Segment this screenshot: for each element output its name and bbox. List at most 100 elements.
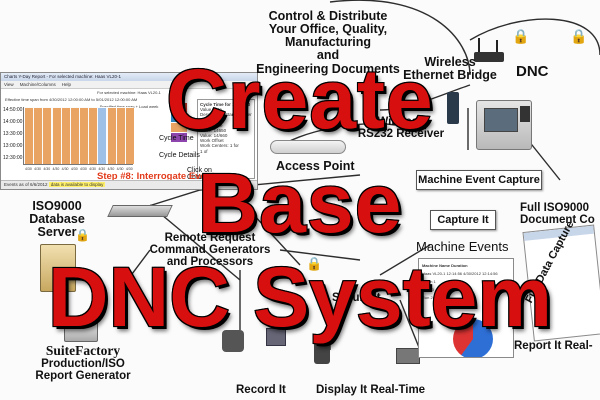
wireless-bridge-icon	[470, 38, 506, 64]
chart-bar[interactable]	[80, 108, 89, 164]
x-tick-label: 4/30	[89, 167, 96, 171]
wireless-bridge-label: Wireless Ethernet Bridge	[403, 55, 497, 83]
window-title: Charts Y-Day Report - For selected machi…	[1, 73, 257, 81]
chart-bar[interactable]	[34, 108, 43, 164]
remote-request-label: Remote Request Command Generators and Pr…	[149, 232, 271, 269]
access-point-label: Access Point	[276, 159, 355, 173]
rs232-receiver-label: Wireless RS232 Receiver	[357, 116, 445, 141]
popup-line: Status: Idle	[200, 122, 223, 128]
display-it-label: Display It Real-Time	[316, 384, 426, 396]
legend-swatch-run	[171, 103, 187, 112]
chart-bar[interactable]	[43, 108, 52, 164]
cycle-time-annotation: Cycle Time	[159, 135, 194, 142]
access-point-icon	[270, 140, 346, 154]
y-tick: 12:30:00	[3, 155, 23, 161]
lock-icon: 🔒	[570, 28, 588, 44]
x-tick-label: 4/30	[52, 167, 60, 171]
printer-icon	[64, 320, 98, 342]
chart-bar[interactable]	[107, 108, 116, 164]
menu-item-machine-columns[interactable]: Machine/Columns	[19, 82, 56, 87]
lock-icon: 🔒	[75, 228, 90, 242]
chart-header-1: For selected machine: Haas VL20-1	[97, 90, 161, 95]
chart-bar[interactable]	[98, 108, 107, 164]
click-on-annotation: Click on	[187, 167, 212, 174]
popup-line: Value: 14/660	[200, 133, 228, 139]
x-tick-label: 4/30	[43, 167, 51, 171]
pie-chart-icon	[453, 319, 493, 357]
machine-event-capture-box: Machine Event Capture	[416, 170, 542, 190]
legend-swatch-idle	[171, 113, 187, 122]
report-row: Machine Name Duration	[422, 263, 468, 268]
menu-item-view[interactable]: View	[4, 82, 14, 87]
x-tick-label: 4/30	[80, 167, 87, 171]
secure-it-label: Secure It	[332, 292, 381, 304]
chart-bar[interactable]	[52, 108, 61, 164]
chart-header-2: Effective time span from 4/30/2012 12:00…	[5, 97, 138, 102]
popup-line: Work Centers: 1 for	[200, 143, 239, 149]
chart-bar[interactable]	[61, 108, 70, 164]
full-iso9000-label: Full ISO9000 Document Co	[520, 202, 595, 227]
x-tick-label: 4/30	[25, 167, 32, 171]
legend-swatch-setup	[171, 133, 187, 142]
y-tick: 13:30:00	[3, 131, 23, 137]
iso9000-server-label: ISO9000 Database Server	[29, 199, 85, 240]
chart-bar[interactable]	[25, 108, 34, 164]
x-tick-label: 4/30	[116, 167, 124, 171]
x-tick-label: 4/30	[107, 167, 115, 171]
menu-item-help[interactable]: Help	[61, 82, 71, 87]
laptop-icon	[396, 348, 420, 364]
headline-base: Base	[196, 156, 403, 250]
x-tick-label: 4/30	[70, 167, 78, 171]
lock-icon: 🔒	[512, 28, 530, 44]
status-text: Events as of 6/6/2012	[4, 182, 48, 187]
legend-swatch-down	[171, 123, 187, 132]
report-row: Idle 13	[422, 287, 435, 292]
report-row: Haas VL20-1 12:14:56 4/30/2012 12:14:56	[422, 271, 498, 276]
dnc-label: DNC	[516, 63, 549, 80]
chart-bar[interactable]	[70, 108, 79, 164]
status-bar: Events as of 6/6/2012 data is available …	[1, 180, 257, 189]
popup-line: Work Offset	[200, 138, 224, 144]
events-chart-window: Charts Y-Day Report - For selected machi…	[0, 72, 258, 190]
x-tick-label: 4/30	[98, 167, 106, 171]
popup-line: Value: 14650	[200, 127, 227, 133]
chart-legend	[171, 103, 187, 143]
machine-events-label: Machine Events	[416, 239, 509, 254]
monitor-icon	[266, 328, 286, 346]
cnc-machine-icon	[470, 96, 540, 158]
popup-line: 1 of	[200, 148, 208, 154]
report-row: Alarm 1	[422, 279, 436, 284]
x-tick-label: 4/30	[125, 167, 133, 171]
chart-bar[interactable]	[125, 108, 134, 164]
popup-line: Value Data	[200, 107, 222, 113]
popup-title: Cycle Time for 14:00:00	[200, 102, 251, 107]
chart-cell-annotation: Chart Cell	[187, 174, 219, 181]
popup-line: Description: Start Number Parties	[200, 112, 252, 123]
phone-icon	[222, 330, 244, 352]
chart-header-3: Specified time span + Load week	[100, 104, 159, 109]
headline-create: Create	[165, 52, 434, 146]
step8-annotation: Step #8: Interrogate Events	[97, 171, 221, 182]
server-icon	[40, 244, 76, 292]
headline-dnc-system: DNC System	[47, 250, 553, 344]
machine-events-report: Machine Name Duration Haas VL20-1 12:14:…	[418, 258, 514, 358]
record-it-label: Record It	[236, 384, 286, 396]
x-tick-label: 4/30	[34, 167, 41, 171]
y-tick: 13:00:00	[3, 143, 23, 149]
suitefactory-label: SuiteFactory Production/ISO Report Gener…	[35, 343, 131, 383]
y-tick: 14:50:00	[3, 107, 23, 113]
chart-bar[interactable]	[116, 108, 125, 164]
pda-icon	[314, 342, 330, 364]
y-tick: 14:00:00	[3, 119, 23, 125]
x-tick-label: 4/30	[61, 167, 69, 171]
report-it-label: Report It Real-	[514, 340, 593, 352]
chart-bar[interactable]	[89, 108, 98, 164]
rs232-receiver-icon	[447, 92, 459, 124]
control-distribute-label: Control & Distribute Your Office, Qualit…	[256, 9, 400, 76]
status-highlight: data is available to display	[48, 182, 106, 187]
capture-it-box: Capture It	[430, 210, 496, 230]
cycle-details-annotation: Cycle Details	[159, 152, 200, 159]
